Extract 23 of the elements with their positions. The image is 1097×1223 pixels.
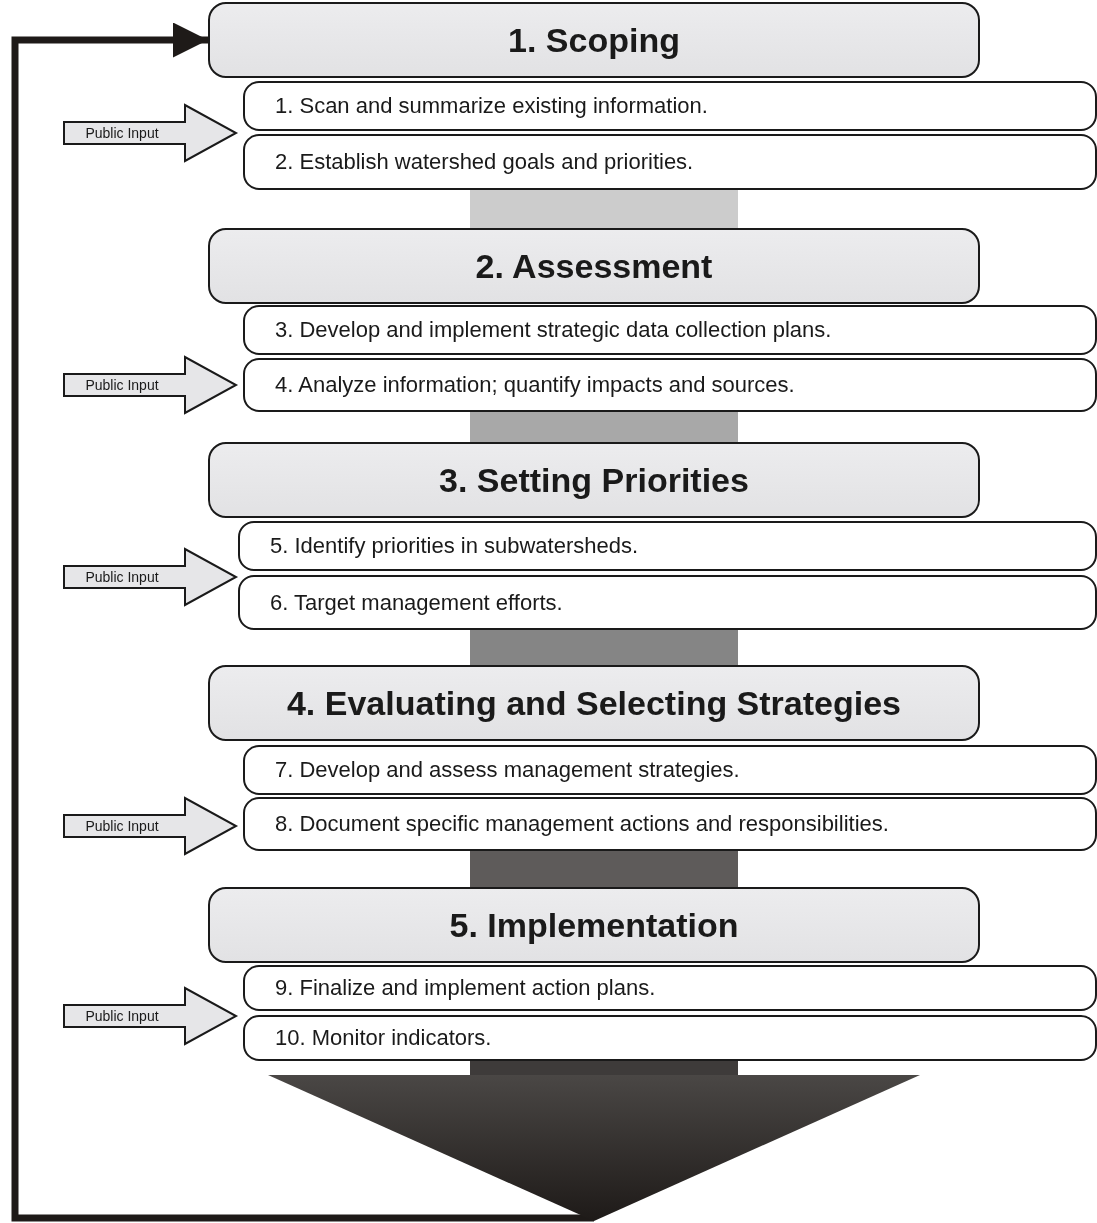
step-box: 1. Scan and summarize existing information. xyxy=(243,81,1097,131)
stage-header: 5. Implementation xyxy=(208,887,980,963)
connector-bar xyxy=(470,412,738,442)
step-box: 9. Finalize and implement action plans. xyxy=(243,965,1097,1011)
arrow-label: Public Input xyxy=(84,377,160,393)
arrow-label: Public Input xyxy=(84,818,160,834)
step-box: 3. Develop and implement strategic data collection plans. xyxy=(243,305,1097,355)
step-box: 2. Establish watershed goals and priorities. xyxy=(243,134,1097,190)
arrow-label: Public Input xyxy=(84,125,160,141)
connector-bar xyxy=(470,1061,738,1075)
step-box: 8. Document specific management actions and responsibilities. xyxy=(243,797,1097,851)
step-box: 4. Analyze information; quantify impacts and sources. xyxy=(243,358,1097,412)
step-box: 7. Develop and assess management strategies. xyxy=(243,745,1097,795)
stage-header: 4. Evaluating and Selecting Strategies xyxy=(208,665,980,741)
loop-arrow xyxy=(11,22,594,1222)
stage-header: 2. Assessment xyxy=(208,228,980,304)
arrow-label: Public Input xyxy=(84,1008,160,1024)
stage-header: 1. Scoping xyxy=(208,2,980,78)
step-box: 10. Monitor indicators. xyxy=(243,1015,1097,1061)
step-box: 6. Target management efforts. xyxy=(238,575,1097,630)
arrow-label: Public Input xyxy=(84,569,160,585)
step-box: 5. Identify priorities in subwatersheds. xyxy=(238,521,1097,571)
stage-header: 3. Setting Priorities xyxy=(208,442,980,518)
